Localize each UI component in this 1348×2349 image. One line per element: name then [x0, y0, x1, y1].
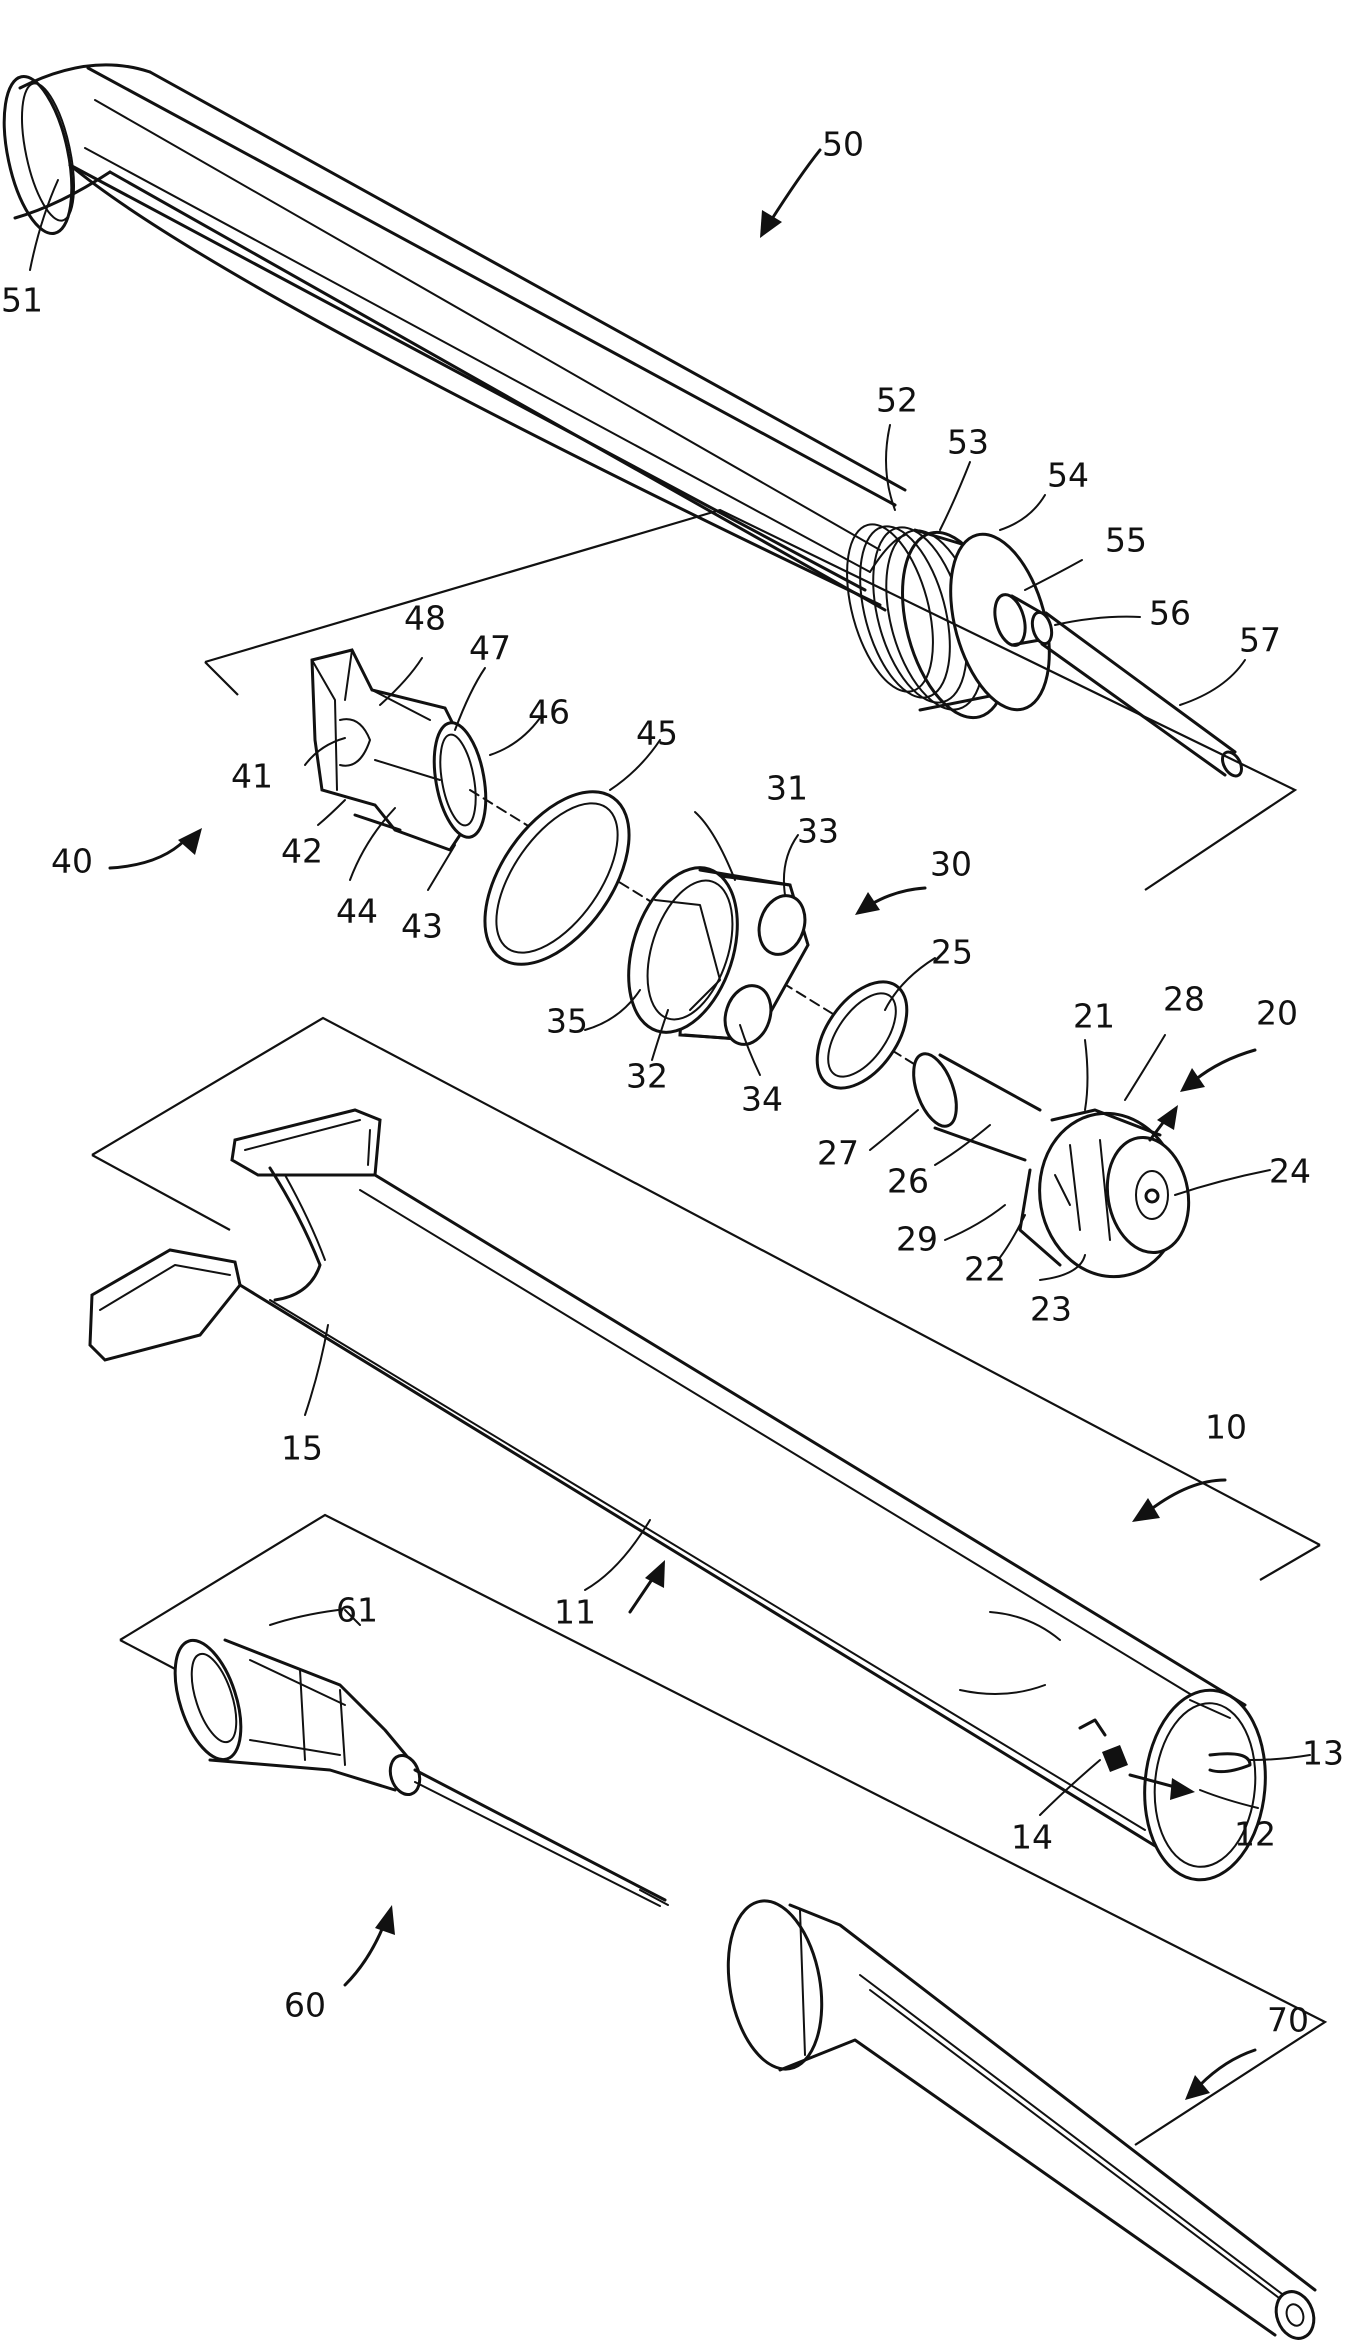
label-51: 51 [1, 281, 43, 320]
label-12: 12 [1234, 1815, 1276, 1854]
label-56: 56 [1149, 594, 1191, 633]
label-54: 54 [1047, 456, 1089, 495]
label-13: 13 [1302, 1734, 1344, 1773]
label-22: 22 [964, 1250, 1006, 1289]
barrel-slot-14 [1102, 1745, 1128, 1772]
label-35: 35 [546, 1002, 588, 1041]
label-26: 26 [887, 1162, 929, 1201]
label-48: 48 [404, 599, 446, 638]
label-55: 55 [1105, 521, 1147, 560]
holder-assembly-40 [312, 650, 494, 850]
label-52: 52 [876, 381, 918, 420]
label-45: 45 [636, 714, 678, 753]
label-30: 30 [930, 845, 972, 884]
label-10: 10 [1205, 1408, 1247, 1447]
label-50: 50 [822, 125, 864, 164]
plunger-assembly-50 [0, 65, 1245, 779]
label-21: 21 [1073, 997, 1115, 1036]
reference-numerals: 51 50 52 53 54 55 56 57 48 47 46 45 41 4… [1, 125, 1344, 2040]
needle-assembly-60 [162, 1632, 668, 1906]
label-23: 23 [1030, 1290, 1072, 1329]
label-20: 20 [1256, 994, 1298, 1033]
plunger-shaft [88, 68, 895, 505]
label-15: 15 [281, 1429, 323, 1468]
needle-hub-rim-61 [162, 1632, 254, 1767]
coupling-ring-27 [905, 1048, 965, 1132]
piston-assembly-30 [609, 854, 812, 1051]
barrel-front-opening-12 [1137, 1685, 1273, 1885]
label-11: 11 [554, 1593, 596, 1632]
label-28: 28 [1163, 980, 1205, 1019]
label-25: 25 [931, 933, 973, 972]
label-44: 44 [336, 892, 378, 931]
label-61: 61 [336, 1591, 378, 1630]
label-53: 53 [947, 423, 989, 462]
label-40: 40 [51, 842, 93, 881]
label-57: 57 [1239, 621, 1281, 660]
label-33: 33 [797, 812, 839, 851]
label-46: 46 [528, 693, 570, 732]
label-14: 14 [1011, 1818, 1053, 1857]
label-47: 47 [469, 629, 511, 668]
needle-cannula [415, 1770, 665, 1900]
label-41: 41 [231, 757, 273, 796]
label-24: 24 [1269, 1152, 1311, 1191]
label-43: 43 [401, 907, 443, 946]
label-34: 34 [741, 1080, 783, 1119]
label-27: 27 [817, 1134, 859, 1173]
needle-cap-70 [716, 1893, 1320, 2343]
label-60: 60 [284, 1986, 326, 2025]
label-42: 42 [281, 832, 323, 871]
coupling-assembly-20 [905, 1048, 1197, 1288]
label-70: 70 [1267, 2001, 1309, 2040]
label-32: 32 [626, 1057, 668, 1096]
label-29: 29 [896, 1220, 938, 1259]
label-31: 31 [766, 769, 808, 808]
seal-ring-25 [799, 966, 925, 1104]
